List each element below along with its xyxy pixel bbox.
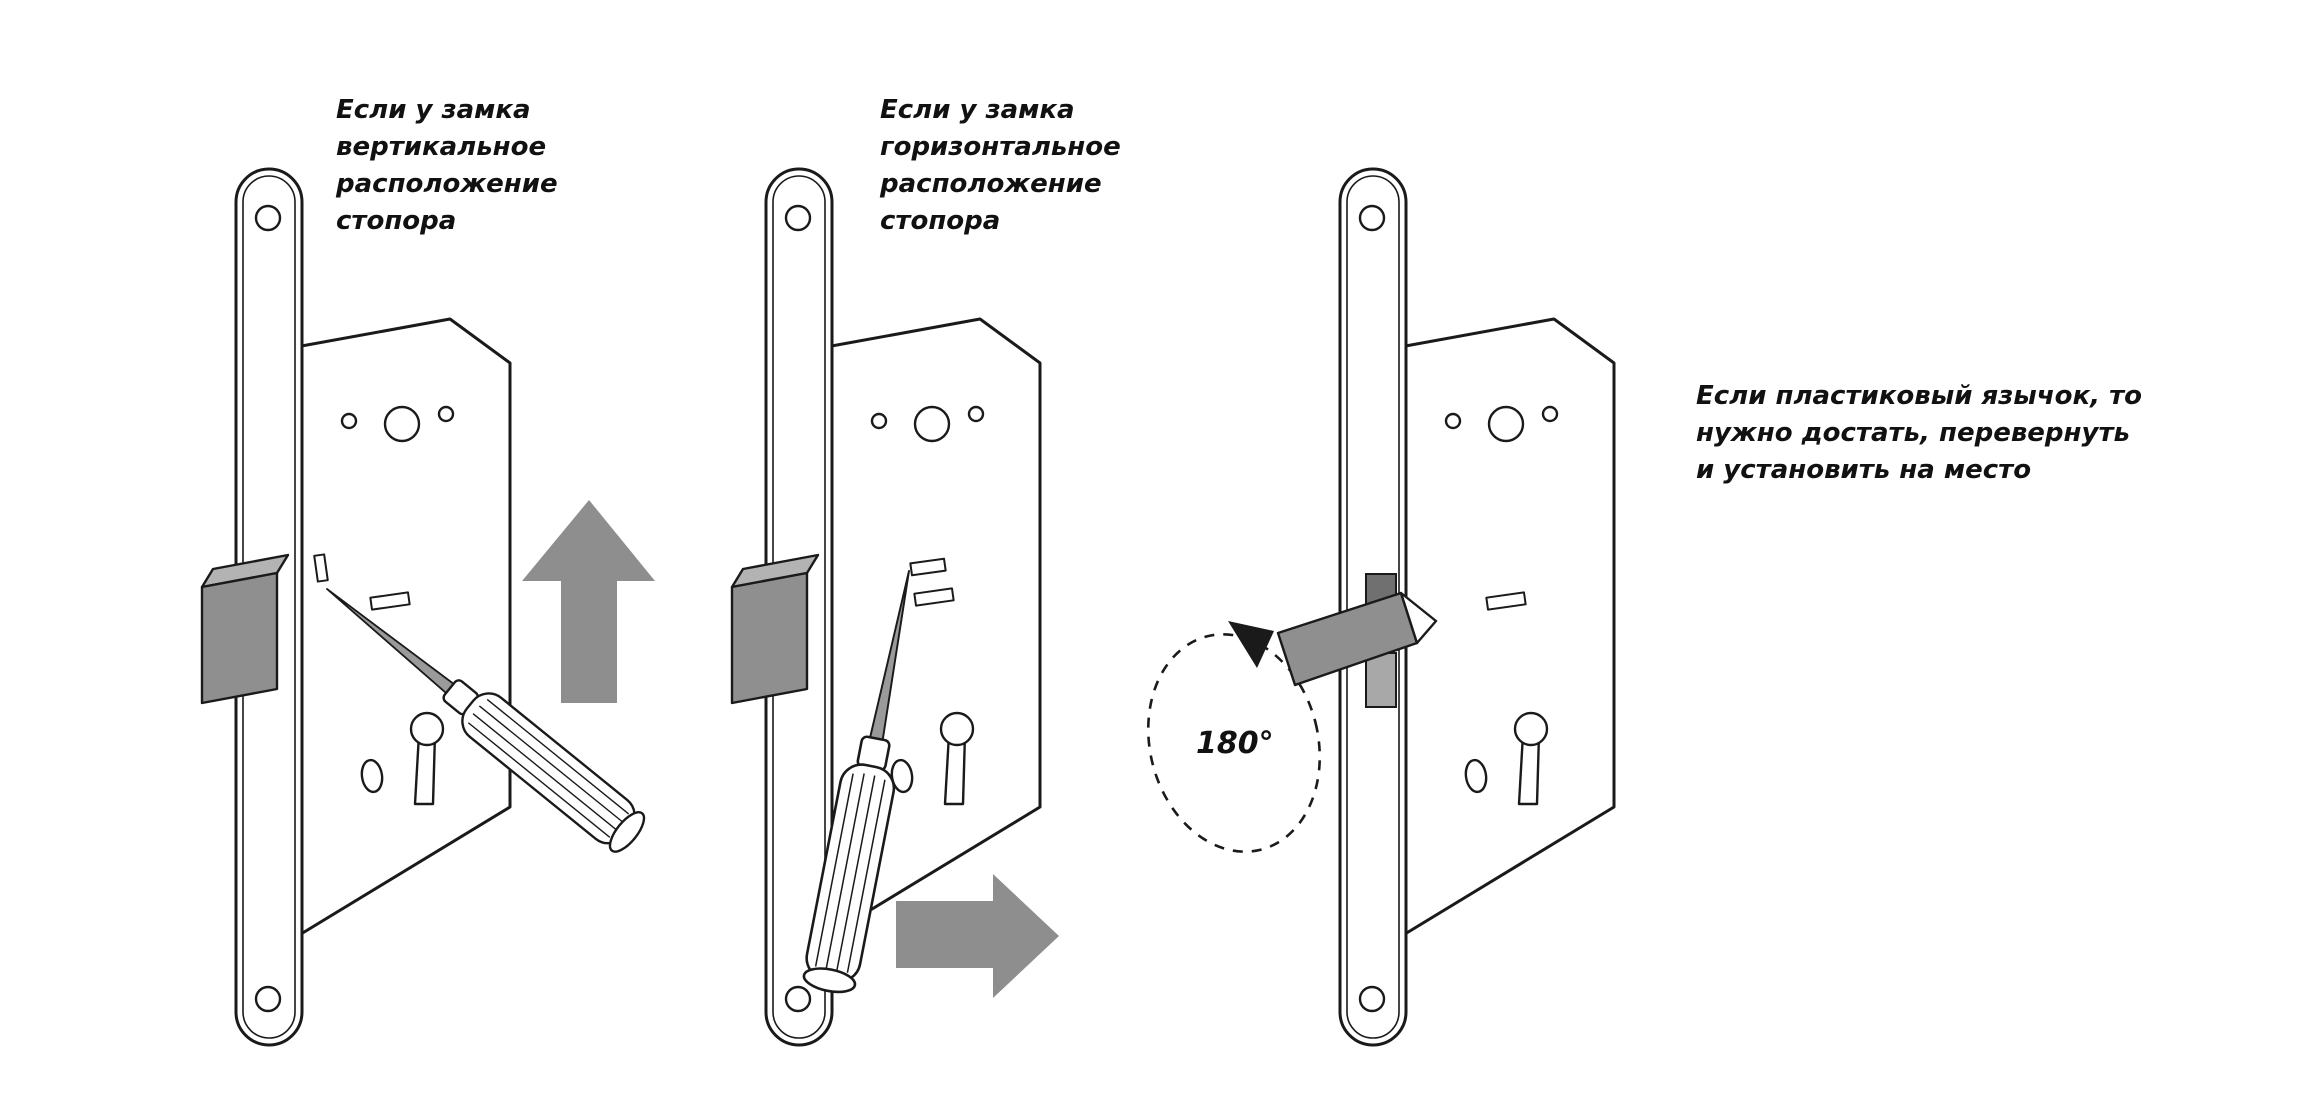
latch-opening-lower bbox=[1365, 652, 1397, 708]
caption-line: расположение bbox=[880, 169, 1102, 199]
caption-line: Если у замка bbox=[880, 95, 1075, 125]
arrow-right-icon bbox=[896, 874, 1059, 998]
caption-line: стопора bbox=[880, 206, 1001, 236]
latch-bolt-2 bbox=[730, 553, 820, 705]
stopper-horizontal-upper bbox=[909, 557, 947, 577]
caption-line: вертикальное bbox=[336, 132, 547, 162]
panel-1-caption: Если у замка вертикальное расположение с… bbox=[336, 92, 558, 240]
panel-1-illustration bbox=[200, 167, 655, 1047]
caption-line: нужно достать, перевернуть bbox=[1696, 418, 2130, 448]
panel-3-caption: Если пластиковый язычок, то нужно достат… bbox=[1696, 378, 2142, 489]
caption-line: и установить на место bbox=[1696, 455, 2032, 485]
rotation-angle-label: 180° bbox=[1196, 726, 1274, 761]
latch-bolt-1 bbox=[200, 553, 290, 705]
rotation-path-dashed bbox=[1146, 633, 1322, 853]
caption-line: Если пластиковый язычок, то bbox=[1696, 381, 2143, 411]
caption-line: горизонтальное bbox=[880, 132, 1121, 162]
arrow-up-icon bbox=[522, 500, 655, 703]
panel-2-caption: Если у замка горизонтальное расположение… bbox=[880, 92, 1121, 240]
flipped-latch-tip bbox=[1399, 591, 1438, 645]
stopper-horizontal-lower bbox=[913, 587, 955, 607]
stopper-slot-3 bbox=[1485, 591, 1527, 611]
rotation-arrowhead-icon bbox=[1228, 621, 1274, 668]
caption-line: стопора bbox=[336, 206, 457, 236]
stopper-vertical bbox=[313, 553, 329, 583]
caption-line: расположение bbox=[336, 169, 558, 199]
caption-line: Если у замка bbox=[336, 95, 531, 125]
stopper-slot bbox=[369, 591, 411, 611]
panel-3-illustration bbox=[1146, 167, 1616, 1047]
panel-2-illustration bbox=[730, 167, 1059, 1047]
